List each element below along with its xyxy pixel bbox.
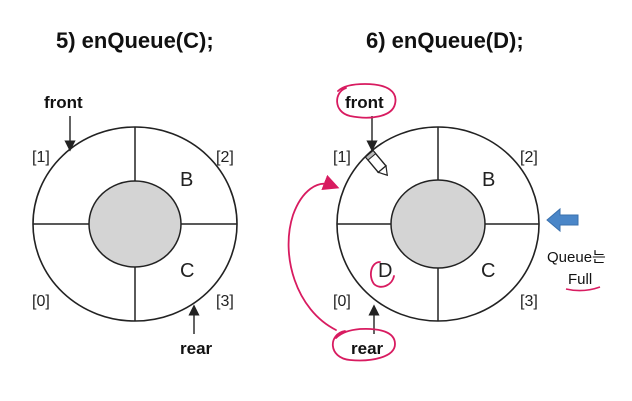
right-hub (390, 179, 486, 269)
left-title: 5) enQueue(C); (56, 28, 214, 53)
front-circle-annotation (336, 83, 397, 119)
right-queue-diagram: 6) enQueue(D); B C D [1] [2] [0] [3] fro… (287, 28, 606, 362)
left-arrow-icon (546, 207, 579, 233)
left-hub (88, 180, 182, 268)
right-index-1: [1] (333, 149, 351, 166)
left-ring (32, 126, 238, 322)
left-cell-3-value: C (180, 260, 194, 282)
right-index-0: [0] (333, 293, 351, 310)
right-cell-2-value: B (482, 169, 495, 191)
left-cell-2-value: B (180, 169, 193, 191)
right-index-2: [2] (520, 149, 538, 166)
left-front-label: front (44, 93, 83, 112)
right-rear-label: rear (351, 339, 384, 358)
left-index-2: [2] (216, 149, 234, 166)
rear-circle-annotation (331, 327, 396, 362)
left-rear-label: rear (180, 339, 213, 358)
left-queue-diagram: 5) enQueue(C); B C [1] [2] [0] [3] front… (32, 28, 238, 358)
right-front-label: front (345, 93, 384, 112)
full-underline (565, 286, 601, 292)
left-index-1: [1] (32, 149, 50, 166)
annotation-strokes (287, 83, 397, 362)
rear-move-arrow (287, 174, 340, 331)
left-index-0: [0] (32, 293, 50, 310)
left-index-3: [3] (216, 293, 234, 310)
d-cell-mark (369, 261, 395, 288)
pencil-cursor-icon (364, 149, 389, 177)
right-cell-3-value: C (481, 260, 495, 282)
right-title: 6) enQueue(D); (366, 28, 524, 53)
queue-full-label: Queue는 (547, 249, 606, 266)
right-cell-0-value: D (378, 260, 392, 282)
full-label: Full (568, 271, 592, 288)
right-index-3: [3] (520, 293, 538, 310)
